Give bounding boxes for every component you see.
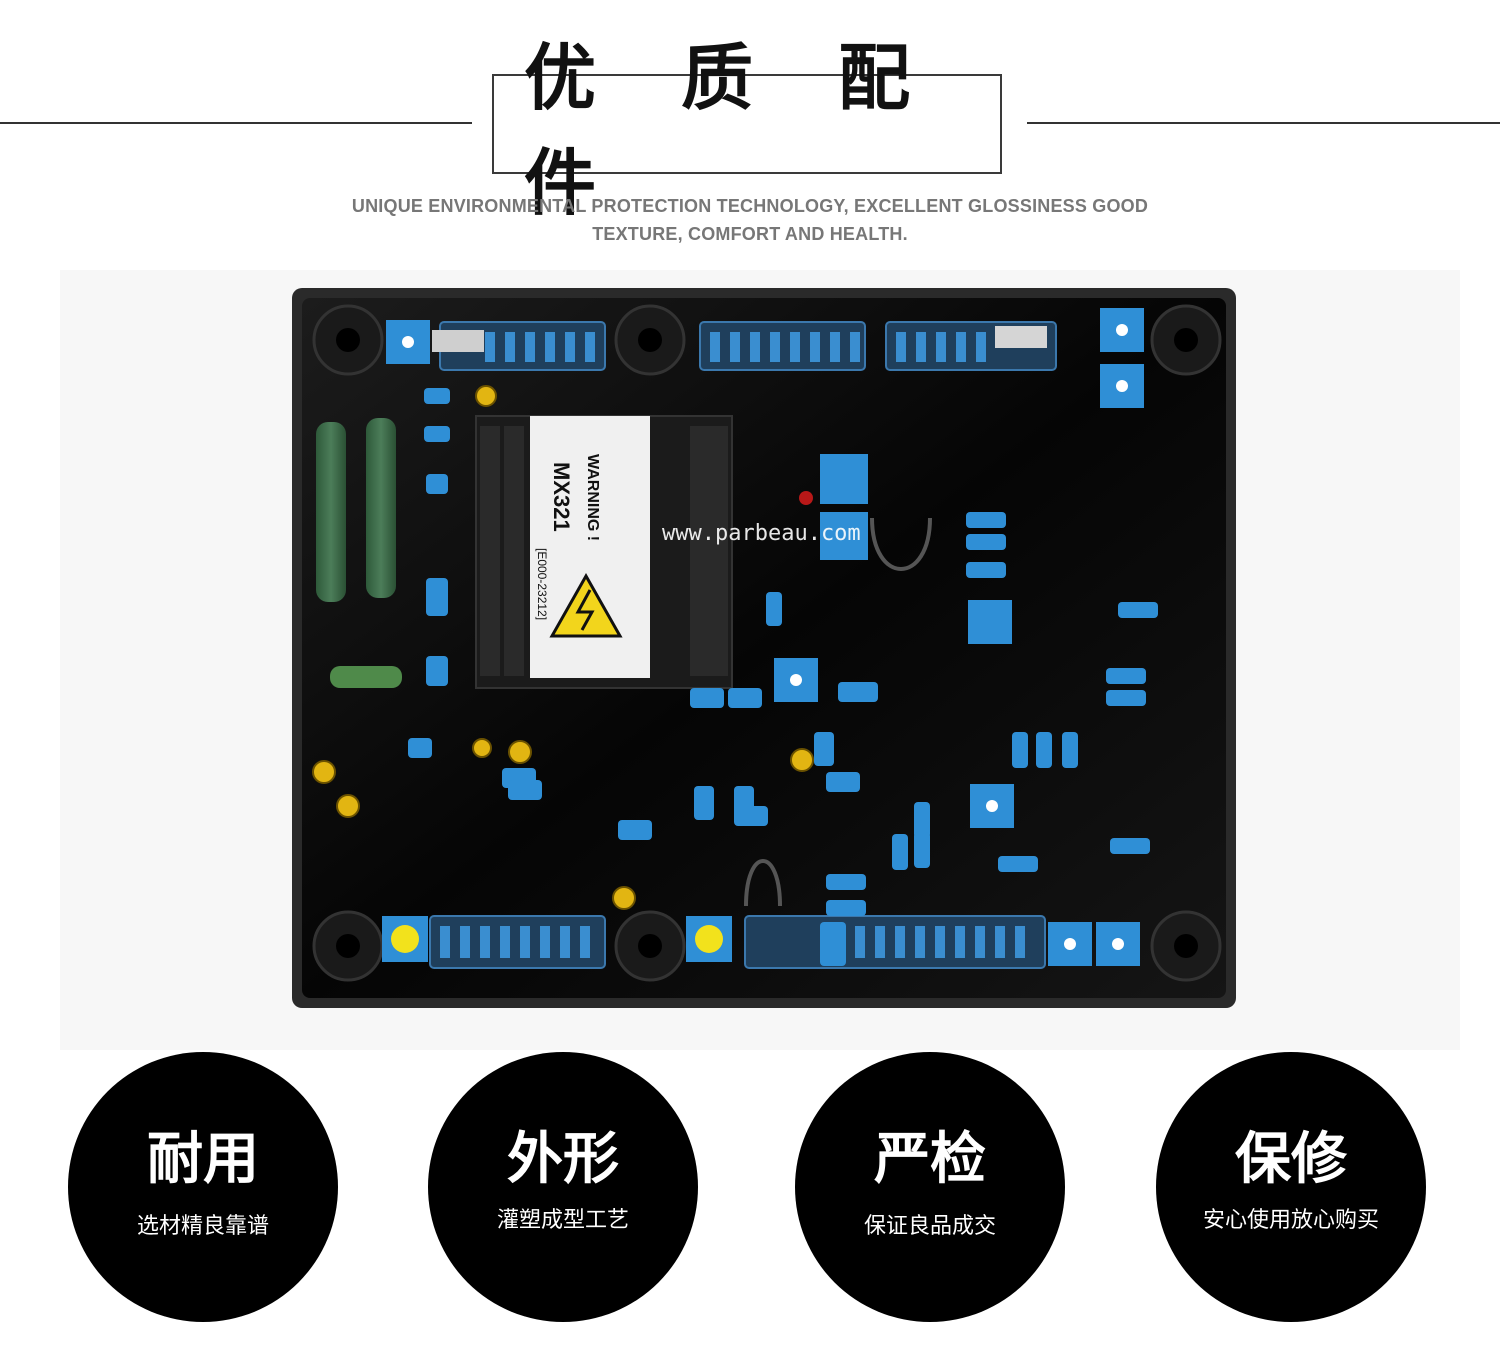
feature-title: 外形 [507,1127,619,1192]
right-rule [1027,122,1500,124]
model-label: MX321 [549,462,574,532]
resistors [316,418,402,688]
subtitle-line-2: TEXTURE, COMFORT AND HEALTH. [592,224,908,244]
heatsink-module [475,415,733,689]
feature-title: 严检 [874,1127,986,1192]
blue-components [408,388,1158,966]
watermark: www.parbeau.com [662,521,861,546]
feature-circle-durable: 耐用 选材精良靠谱 [68,1052,338,1322]
top-terminal-pins [485,332,986,362]
subtitle-line-1: UNIQUE ENVIRONMENTAL PROTECTION TECHNOLO… [351,196,1149,216]
warning-label: WARNING ! [584,454,601,541]
feature-desc: 保证良品成交 [863,1214,996,1239]
product-image: WARNING ! MX321 [E000-23212] [290,286,1238,1010]
feature-title: 保修 [1235,1127,1347,1192]
potentiometers [382,308,1144,966]
jumper-wire-2 [744,859,782,907]
feature-desc: 选材精良靠谱 [136,1214,269,1239]
mounting-holes [312,304,1222,982]
feature-circle-warranty: 保修 安心使用放心购买 [1156,1052,1426,1322]
feature-title: 耐用 [147,1127,259,1192]
capacitors [312,385,814,910]
red-led [799,491,813,505]
bottom-terminal-pins [440,926,1025,958]
jumper-wire-1 [870,517,932,571]
feature-desc: 安心使用放心购买 [1202,1208,1379,1233]
feature-circle-inspection: 严检 保证良品成交 [795,1052,1065,1322]
feature-desc: 灌塑成型工艺 [496,1208,629,1233]
feature-circle-shape: 外形 灌塑成型工艺 [428,1052,698,1322]
left-rule [0,122,472,124]
code-label: [E000-23212] [535,548,549,620]
title-box: 优 质 配 件 [492,36,1002,225]
circuit-board-illustration: WARNING ! MX321 [E000-23212] [292,288,1236,1008]
page-title: 优 质 配 件 [524,36,941,225]
